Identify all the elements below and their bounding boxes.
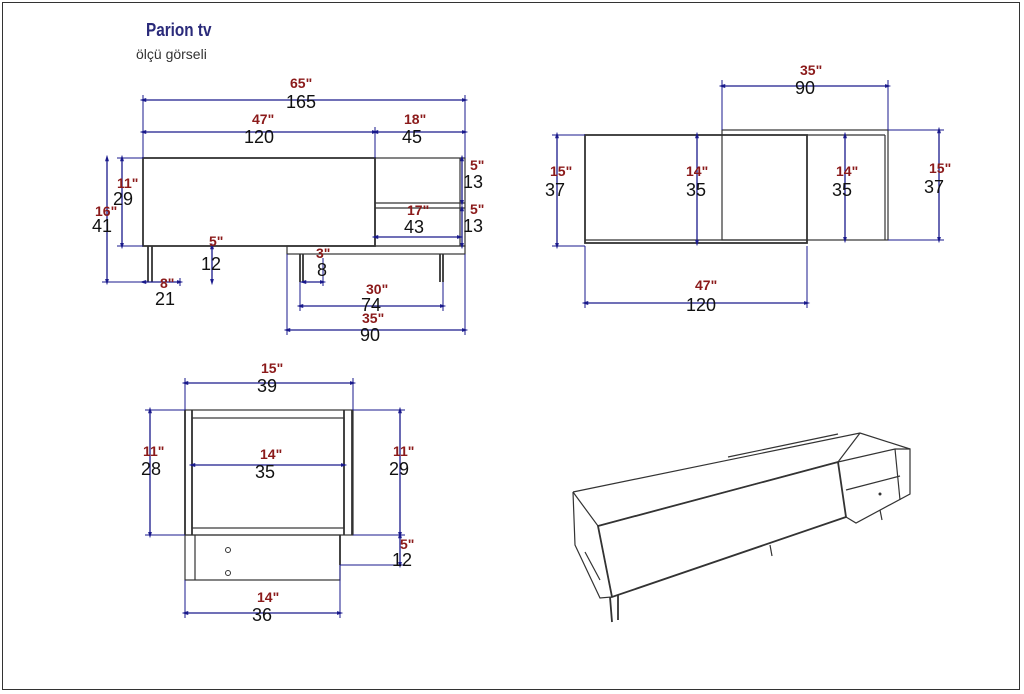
dim-shelf-width-cm: 43	[404, 217, 424, 237]
dim-side-inner-width-in: 14"	[260, 446, 282, 462]
dim-main-width-in: 47"	[252, 111, 274, 127]
dim-leg-offset-in: 8"	[160, 275, 174, 291]
side-view: 15" 39 11" 28 14" 35 11" 29 5" 12 14" 36	[141, 360, 414, 625]
dim-leg-height-in: 5"	[209, 233, 223, 249]
top-sliding-panel	[721, 129, 889, 241]
dim-total-height-in: 16"	[95, 203, 117, 219]
dim-top-bottom-width-in: 47"	[695, 277, 717, 293]
dim-leg-height-cm: 12	[201, 254, 221, 274]
dim-body-height-cm: 29	[113, 189, 133, 209]
dim-side-width-cm: 45	[402, 127, 422, 147]
dim-door-gap-in: 3"	[316, 245, 330, 261]
dim-lower-shelf-in: 5"	[470, 201, 484, 217]
dim-body-height-in: 11"	[117, 175, 138, 191]
dim-door-gap-cm: 8	[317, 260, 327, 280]
dim-depth-mid-in: 14"	[686, 163, 708, 179]
dim-side-left-height-cm: 28	[141, 459, 161, 479]
dim-depth-right-cm: 37	[924, 177, 944, 197]
dim-depth-mid-cm: 35	[686, 180, 706, 200]
dim-side-left-height-in: 11"	[143, 443, 164, 459]
dim-side-width-in: 18"	[404, 111, 426, 127]
dim-side-bottom-width-in: 14"	[257, 589, 279, 605]
dim-depth-left-in: 15"	[550, 163, 572, 179]
dim-shelf-width-in: 17"	[407, 202, 429, 218]
side-drawer	[184, 534, 341, 581]
dim-lower-shelf-cm: 13	[463, 216, 483, 236]
dim-side-top-width-cm: 39	[257, 376, 277, 396]
dim-side-top-width-in: 15"	[261, 360, 283, 376]
dim-slide-width-in: 35"	[800, 62, 822, 78]
dim-main-width-cm: 120	[244, 127, 274, 147]
dim-leg-offset-cm: 21	[155, 289, 175, 309]
drawing-title: Parion tv	[146, 20, 212, 40]
front-sliding-door	[286, 245, 466, 255]
perspective-view	[572, 432, 911, 623]
dim-side-right-height-cm: 29	[389, 459, 409, 479]
top-view: 35" 90 15" 37 14" 35 14" 35 15" 37 47" 1…	[545, 62, 951, 315]
dim-side-inner-width-cm: 35	[255, 462, 275, 482]
dim-total-width-in: 65"	[290, 75, 312, 91]
dim-door-width-cm: 90	[360, 325, 380, 345]
dim-slide-width-cm: 90	[795, 78, 815, 98]
dim-side-right-height-in: 11"	[393, 443, 414, 459]
dim-total-width-cm: 165	[286, 92, 316, 112]
dim-depth-left-cm: 37	[545, 180, 565, 200]
dim-depth-right-in: 15"	[929, 160, 951, 176]
dim-depth-inner-in: 14"	[836, 163, 858, 179]
dim-upper-shelf-in: 5"	[470, 157, 484, 173]
dim-side-bottom-width-cm: 36	[252, 605, 272, 625]
front-main-body	[142, 157, 376, 247]
dim-upper-shelf-cm: 13	[463, 172, 483, 192]
dim-leg-span-cm: 74	[361, 295, 381, 315]
dim-side-leg-height-in: 5"	[400, 536, 414, 552]
dim-total-height-cm: 41	[92, 216, 112, 236]
front-view: 65" 165 47" 120 18" 45 11" 29 16" 41 5" …	[92, 75, 484, 345]
drawing-subtitle: ölçü görseli	[136, 46, 207, 62]
dim-depth-inner-cm: 35	[832, 180, 852, 200]
dim-side-leg-height-cm: 12	[392, 550, 412, 570]
dim-door-width-in: 35"	[362, 310, 384, 326]
dim-top-bottom-width-cm: 120	[686, 295, 716, 315]
dim-leg-span-in: 30"	[366, 281, 388, 297]
